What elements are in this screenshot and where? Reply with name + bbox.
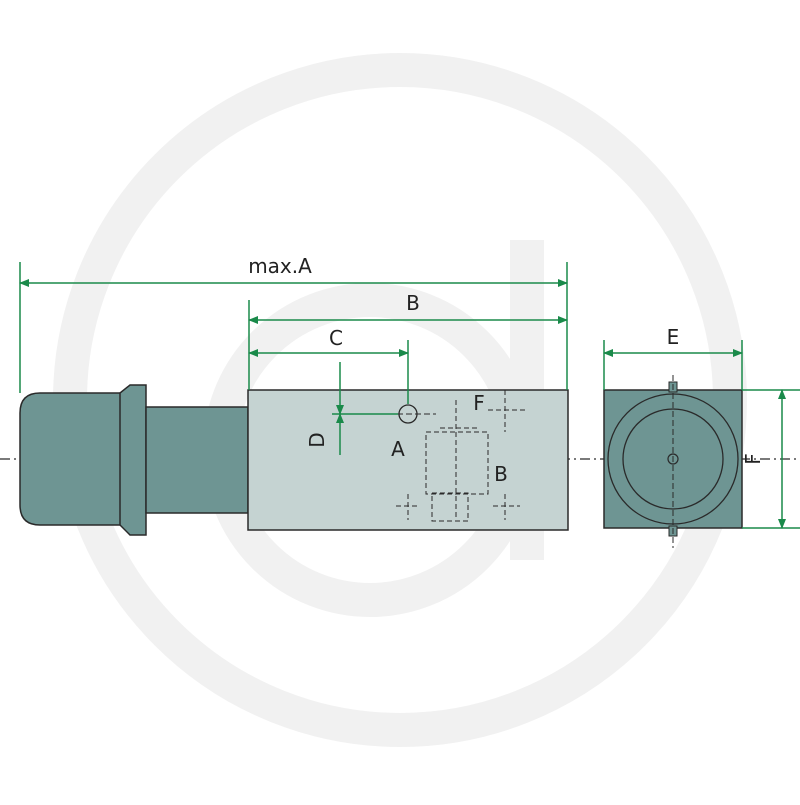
label-f-side: F [741,453,765,465]
dimension-labels: max.A B C E D F A B F [248,254,765,486]
label-port-a: A [391,437,405,461]
label-d: D [305,432,329,447]
dimension-lines [19,262,800,529]
label-e: E [667,325,680,349]
end-view [603,375,743,548]
label-max-a: max.A [248,254,312,278]
label-c: C [329,326,343,350]
label-b: B [406,291,420,315]
hidden-ports [396,390,528,522]
label-port-b: B [494,462,508,486]
valve-body [247,389,569,531]
solenoid-coil [19,384,249,536]
label-port-f: F [473,391,485,415]
